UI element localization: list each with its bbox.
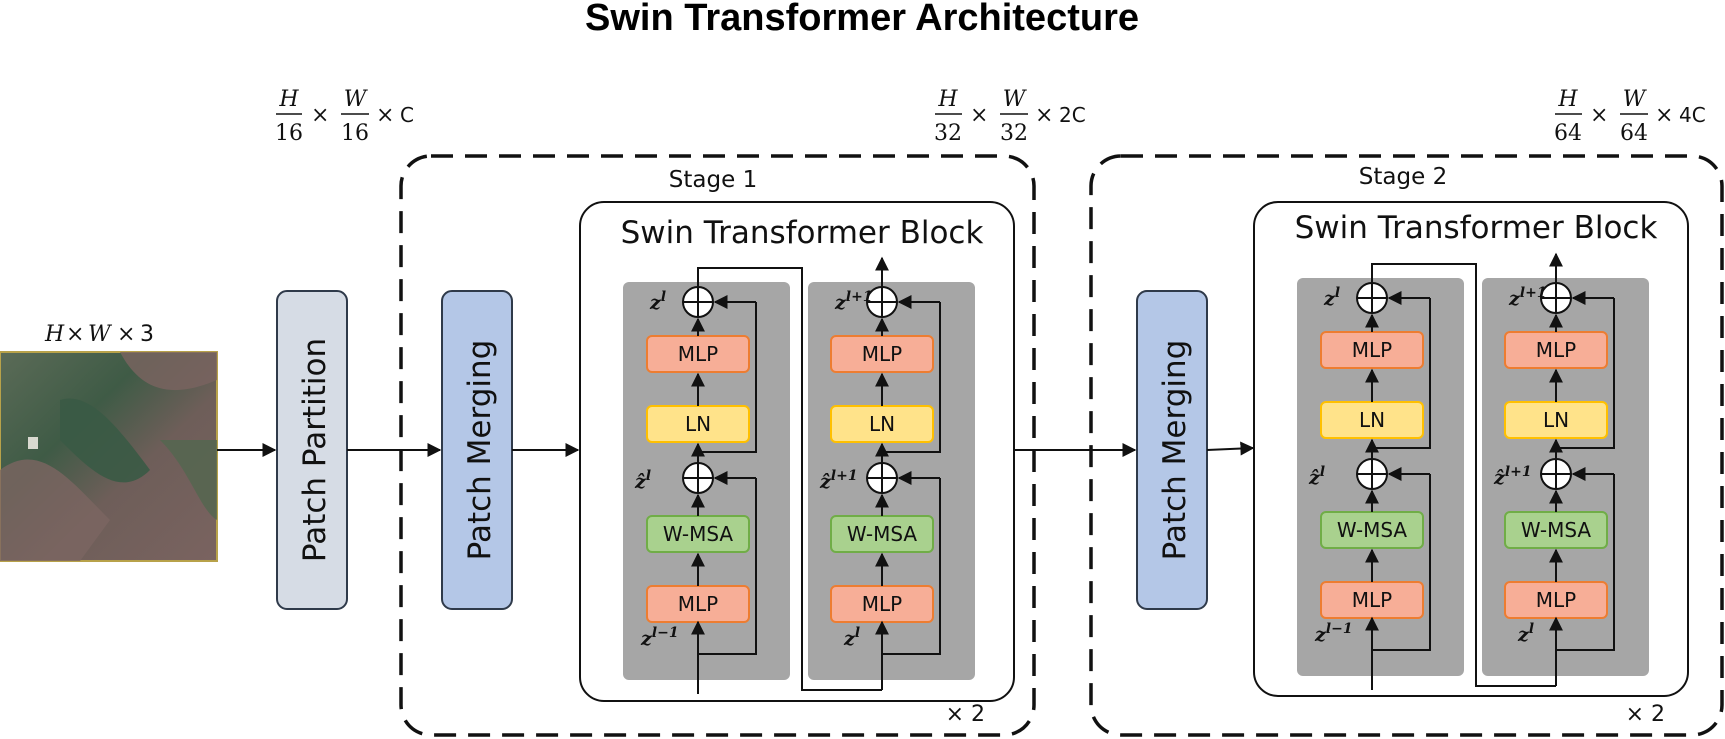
mlp-box-label: MLP: [1352, 338, 1392, 362]
var-z-out: zl+1: [834, 289, 873, 314]
stage-2-block-title: Swin Transformer Block: [1295, 210, 1658, 246]
mlp-box-label: MLP: [1352, 588, 1392, 612]
patch-merging-label-2: Patch Merging: [1157, 340, 1193, 561]
stage-2-label: Stage 2: [1359, 164, 1447, 190]
input-dim-w: W: [88, 322, 113, 347]
var-z-out: zl: [1323, 285, 1340, 310]
var-z-in: zl: [843, 625, 860, 650]
dim-den-w: 32: [1000, 121, 1028, 146]
add-circle-icon: [682, 462, 714, 494]
ln-box-label: LN: [685, 412, 711, 436]
dim-channels: C: [400, 103, 414, 127]
add-circle-icon: [682, 286, 714, 318]
dim-den-w: 16: [341, 121, 369, 146]
mlp-box-label: MLP: [1536, 338, 1576, 362]
var-z-out: zl+1: [1508, 285, 1547, 310]
dim-num-h: H: [937, 87, 958, 112]
wmsa-box-label: W-MSA: [1337, 518, 1408, 542]
dim-times: ×: [1655, 103, 1673, 128]
ln-box-label: LN: [869, 412, 895, 436]
add-circle-icon: [866, 462, 898, 494]
add-circle-icon: [1356, 282, 1388, 314]
dim-den-w: 64: [1620, 121, 1648, 146]
stage-2-repeat: × 2: [1626, 702, 1665, 727]
input-dim-h: H: [44, 322, 65, 347]
dim-num-w: W: [344, 87, 369, 112]
dim-den-h: 64: [1554, 121, 1582, 146]
var-zhat: ẑl+1: [819, 468, 858, 493]
mlp-box-label: MLP: [1536, 588, 1576, 612]
dim-channels: 4C: [1679, 103, 1706, 127]
stage-1-repeat: × 2: [946, 702, 985, 727]
stage-1-block-title: Swin Transformer Block: [621, 215, 984, 251]
input-image-group: H × W × 3: [0, 322, 218, 562]
wmsa-box-label: W-MSA: [663, 522, 734, 546]
mlp-box-label: MLP: [678, 592, 718, 616]
input-dim-c: 3: [140, 322, 154, 347]
dim-den-h: 32: [934, 121, 962, 146]
var-zhat: ẑl: [634, 468, 651, 493]
dim-times: ×: [311, 103, 329, 128]
patch-merging-block-2: Patch Merging: [1136, 290, 1208, 610]
stage-2: Stage 2 × 2 Swin Transformer Block MLP LN…: [1089, 154, 1724, 737]
dim-num-w: W: [1003, 87, 1028, 112]
input-dim-x2: ×: [117, 322, 135, 347]
stage-1: Stage 1 × 2 Swin Transformer Block MLP LN…: [399, 154, 1036, 737]
dim-num-h: H: [278, 87, 299, 112]
dims-stage0: H 16 × W 16 × C: [275, 87, 414, 146]
dim-times: ×: [970, 103, 988, 128]
dim-channels: 2C: [1059, 103, 1086, 127]
page-title: Swin Transformer Architecture: [585, 0, 1139, 39]
var-z-in: zl−1: [640, 625, 679, 650]
dim-den-h: 16: [275, 121, 303, 146]
dim-num-w: W: [1623, 87, 1648, 112]
dim-times: ×: [376, 103, 394, 128]
dim-num-h: H: [1557, 87, 1578, 112]
mlp-box-label: MLP: [862, 342, 902, 366]
var-zhat: ẑl+1: [1493, 464, 1532, 489]
add-circle-icon: [1356, 458, 1388, 490]
dims-stage2: H 64 × W 64 × 4C: [1554, 87, 1706, 146]
var-z-out: zl: [649, 289, 666, 314]
input-dim-x1: ×: [66, 322, 84, 347]
satellite-image: [0, 351, 218, 562]
mlp-box-label: MLP: [678, 342, 718, 366]
arrow-icon: [1206, 441, 1255, 456]
patch-partition-block: Patch Partition: [276, 290, 348, 610]
var-zhat: ẑl: [1308, 464, 1325, 489]
patch-merging-label-1: Patch Merging: [462, 340, 498, 561]
patch-partition-label: Patch Partition: [297, 338, 333, 562]
stage-1-label: Stage 1: [669, 167, 757, 193]
dims-stage1: H 32 × W 32 × 2C: [934, 87, 1086, 146]
patch-merging-block-1: Patch Merging: [441, 290, 513, 610]
dim-times: ×: [1035, 103, 1053, 128]
add-circle-icon: [1540, 458, 1572, 490]
mlp-box-label: MLP: [862, 592, 902, 616]
dim-times: ×: [1590, 103, 1608, 128]
ln-box-label: LN: [1543, 408, 1569, 432]
var-z-in: zl−1: [1314, 621, 1353, 646]
var-z-in: zl: [1517, 621, 1534, 646]
add-circle-icon: [1540, 282, 1572, 314]
ln-box-label: LN: [1359, 408, 1385, 432]
wmsa-box-label: W-MSA: [847, 522, 918, 546]
wmsa-box-label: W-MSA: [1521, 518, 1592, 542]
